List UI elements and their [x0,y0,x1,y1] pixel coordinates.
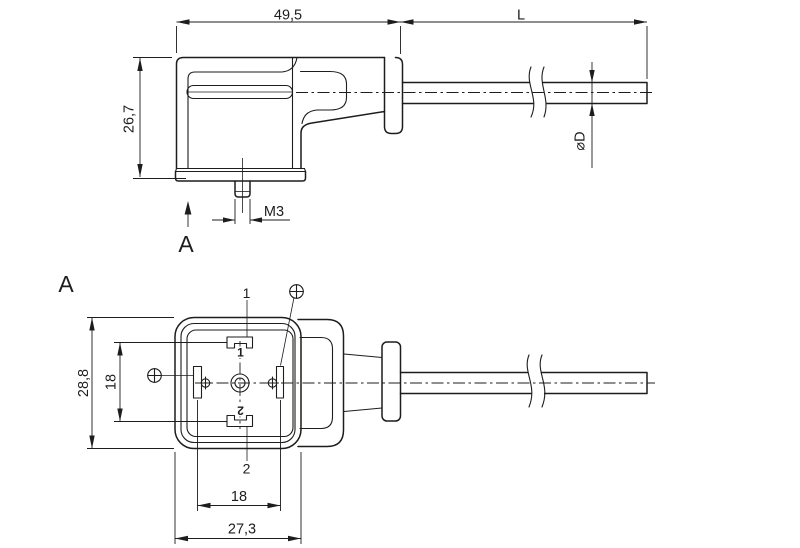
cable-break-line [526,354,533,408]
side-view-dimensions: 49,5 L 26,7 M3 ⌀D A [122,8,648,257]
dim-stud-thread: M3 [264,204,284,220]
front-view: A [58,271,655,544]
front-view-dimensions: 28,8 18 18 27,3 [76,317,302,544]
dim-contact-spacing-vertical: 18 [104,374,120,390]
pin1-molded-mark: 1 [237,346,244,360]
dim-body-width: 49,5 [274,8,302,24]
left-contact-slot [192,365,203,399]
earth-symbol-icon [289,284,304,299]
dim-cable-length: L [517,8,525,24]
earth-symbol-icon [147,368,162,383]
pin2-contact [226,414,254,428]
side-view-connector-body [174,56,404,213]
dim-contact-spacing-horizontal: 18 [231,489,247,505]
cable-break-line [539,354,546,408]
pin2-molded-mark: 2 [237,404,244,418]
cable-break-line [528,66,535,118]
earth-symbols [147,284,304,383]
side-view-cable [296,66,655,118]
front-view-cable [399,354,648,408]
pin1-label: 1 [243,285,251,301]
front-view-housing [174,316,402,450]
dim-face-width: 27,3 [228,522,256,538]
pin2-label: 2 [243,461,251,477]
right-contact-slot [275,365,285,399]
front-view-title: A [58,271,74,297]
cable-break-line [541,66,547,118]
side-view: 49,5 L 26,7 M3 ⌀D A [122,8,655,257]
dim-cable-diameter: ⌀D [573,131,589,150]
pin1-contact [226,336,254,349]
dim-face-height: 28,8 [76,369,92,397]
view-arrow-label: A [178,231,194,257]
dim-body-height: 26,7 [122,105,138,133]
